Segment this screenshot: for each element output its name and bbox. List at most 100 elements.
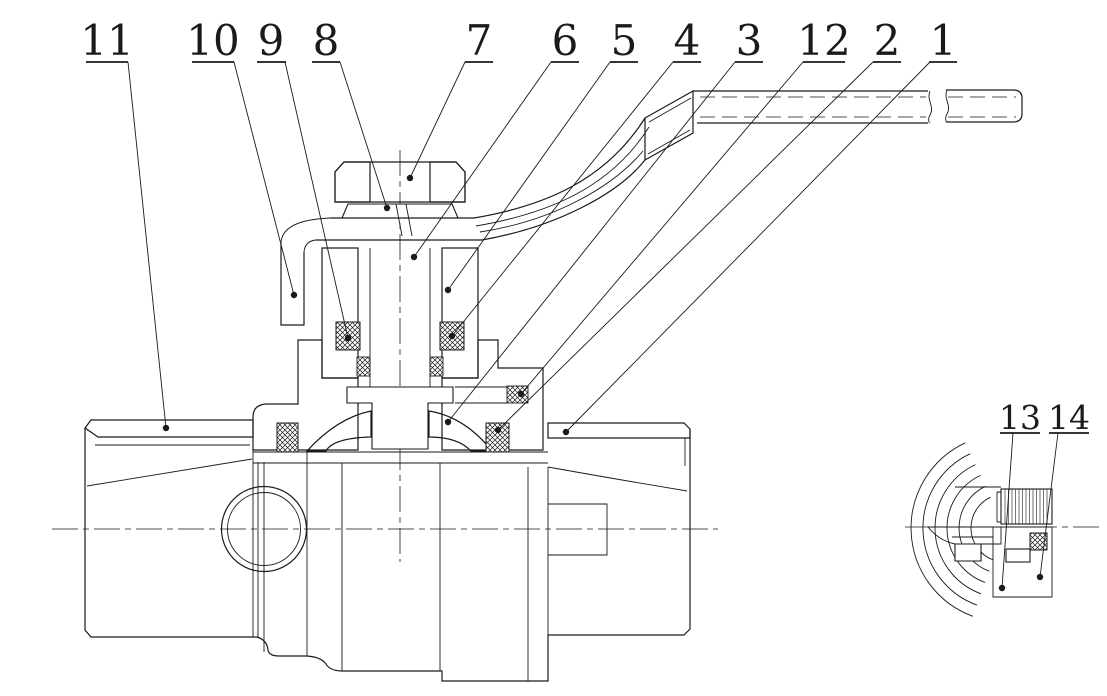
leader-dot bbox=[444, 418, 452, 426]
callout-number: 12 bbox=[797, 16, 850, 65]
callout-number: 2 bbox=[874, 16, 901, 65]
stem-cone-lines bbox=[395, 203, 413, 237]
callout-number: 13 bbox=[999, 398, 1041, 437]
detail-pipe-wall-hatch bbox=[927, 526, 1002, 545]
cap-nut-section-hatch bbox=[992, 526, 1053, 598]
callout-12: 12 bbox=[517, 16, 851, 398]
leader-dot bbox=[562, 428, 570, 436]
right-pipe-bore-curve bbox=[547, 466, 688, 492]
leader-dot bbox=[383, 204, 391, 212]
callout-2: 2 bbox=[494, 16, 901, 434]
stem-assembly bbox=[276, 161, 529, 453]
leader-line bbox=[1001, 432, 1014, 589]
leader-dot bbox=[406, 174, 414, 182]
leader-line bbox=[339, 61, 388, 209]
callout-number: 10 bbox=[186, 16, 239, 65]
leader-line bbox=[1039, 432, 1059, 578]
leader-line bbox=[409, 61, 466, 179]
callout-7: 7 bbox=[406, 16, 493, 182]
callout-number: 14 bbox=[1048, 398, 1090, 437]
callout-5: 5 bbox=[444, 16, 638, 294]
left-gland-hatch bbox=[321, 247, 359, 379]
leader-dot bbox=[162, 424, 170, 432]
seat-ring-right bbox=[485, 422, 510, 453]
leader-line bbox=[565, 61, 931, 433]
vent-channel-fill bbox=[455, 387, 507, 403]
knurl-lines bbox=[1004, 489, 1048, 524]
cap-nut-thread-recess bbox=[1005, 548, 1031, 563]
callout-number: 6 bbox=[552, 16, 579, 65]
right-pipe-outline bbox=[548, 429, 691, 636]
right-gland-hatch bbox=[441, 247, 479, 379]
right-coupling-hatch bbox=[547, 422, 691, 439]
callout-8: 8 bbox=[312, 16, 391, 212]
leader-line bbox=[451, 61, 674, 337]
ball-port-inner-circle bbox=[227, 492, 301, 566]
leader-line bbox=[447, 61, 736, 423]
handle-lever bbox=[280, 89, 1023, 326]
callout-3: 3 bbox=[444, 16, 763, 426]
handle-arm-top-outer bbox=[473, 117, 646, 219]
ball-left-wedge-hatch bbox=[305, 410, 372, 452]
detail-step-block bbox=[954, 543, 982, 562]
callout-number: 9 bbox=[258, 16, 285, 65]
leader-line bbox=[447, 61, 611, 291]
left-pipe-outline bbox=[84, 428, 257, 638]
leader-dot bbox=[444, 286, 452, 294]
locking-bracket-10 bbox=[280, 243, 305, 326]
centerlines bbox=[52, 150, 1102, 562]
handle-tube bbox=[693, 90, 928, 124]
leader-line bbox=[233, 61, 295, 296]
callout-number: 3 bbox=[736, 16, 763, 65]
leader-line bbox=[284, 61, 349, 339]
stem-tee bbox=[346, 386, 454, 450]
handle-plate-bottom-curve bbox=[303, 239, 317, 253]
leader-dot bbox=[998, 584, 1006, 592]
knurled-cap-nut-13 bbox=[996, 488, 1053, 525]
stem-ring-right bbox=[429, 356, 444, 377]
stem-washer bbox=[341, 203, 459, 219]
valve-body-center bbox=[220, 339, 549, 682]
left-pipe-taper-line bbox=[86, 458, 253, 487]
handle-arm-bottom-inner bbox=[479, 150, 644, 233]
callout-number: 5 bbox=[611, 16, 638, 65]
leader-dot bbox=[494, 426, 502, 434]
callout-number: 4 bbox=[674, 16, 701, 65]
left-pipe-end bbox=[84, 419, 257, 638]
leader-line bbox=[497, 61, 874, 431]
body-left-shoulder-hatch bbox=[252, 339, 359, 451]
leader-dot bbox=[344, 334, 352, 342]
right-wrench-boss bbox=[548, 503, 608, 556]
callout-number: 11 bbox=[80, 16, 133, 65]
leader-line bbox=[413, 61, 552, 258]
leader-line bbox=[520, 61, 804, 395]
leader-dot bbox=[290, 291, 298, 299]
callout-number: 1 bbox=[930, 16, 957, 65]
leader-dot bbox=[517, 390, 525, 398]
leader-dot bbox=[1036, 573, 1044, 581]
handle-bend-plate bbox=[644, 89, 694, 162]
callout-number: 7 bbox=[466, 16, 493, 65]
detail-seal-14 bbox=[1029, 532, 1048, 551]
handle-break-symbol bbox=[928, 89, 949, 124]
handle-tube-end bbox=[946, 89, 1023, 123]
seat-ring-left bbox=[276, 422, 299, 453]
leader-line bbox=[127, 61, 167, 429]
detail-view bbox=[910, 442, 1053, 617]
callout-13: 13 bbox=[998, 398, 1041, 592]
detail-stub-lines bbox=[952, 486, 1001, 538]
leader-dot bbox=[410, 253, 418, 261]
handle-arm-top-inner bbox=[475, 126, 650, 227]
callout-1: 1 bbox=[562, 16, 957, 436]
packing-nut bbox=[334, 161, 466, 203]
ball-port-outer-circle bbox=[220, 485, 308, 573]
body-bottom-profile bbox=[256, 635, 549, 682]
callout-10: 10 bbox=[186, 16, 298, 299]
leader-dot bbox=[448, 332, 456, 340]
callout-6: 6 bbox=[410, 16, 579, 261]
stem-packing-left bbox=[335, 321, 361, 351]
handle-arm-bottom-outer bbox=[481, 159, 646, 241]
